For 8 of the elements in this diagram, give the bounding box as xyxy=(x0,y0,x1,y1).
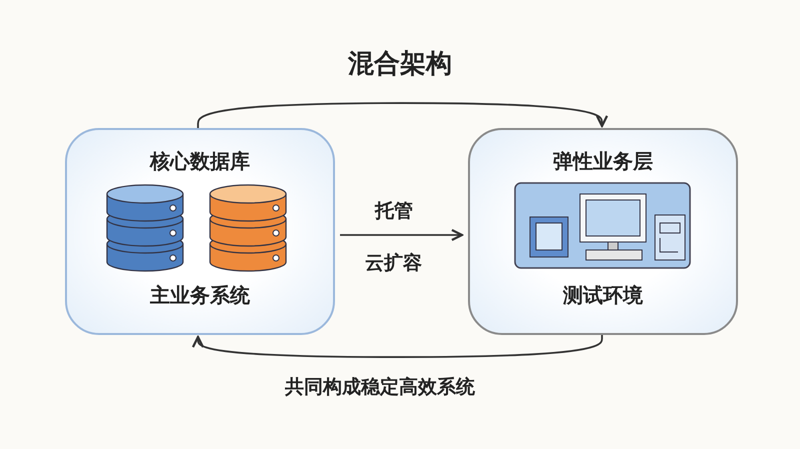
panel-text: 主业务系统 xyxy=(150,282,250,309)
title: 混合架构 xyxy=(346,48,453,81)
rounded-panel xyxy=(468,128,738,335)
panel-text: 核心数据库 xyxy=(150,148,250,175)
panel-text: 测试环境 xyxy=(563,282,643,309)
rounded-panel xyxy=(65,128,335,335)
panel-text: 弹性业务层 xyxy=(553,148,653,175)
arrow xyxy=(340,228,464,242)
